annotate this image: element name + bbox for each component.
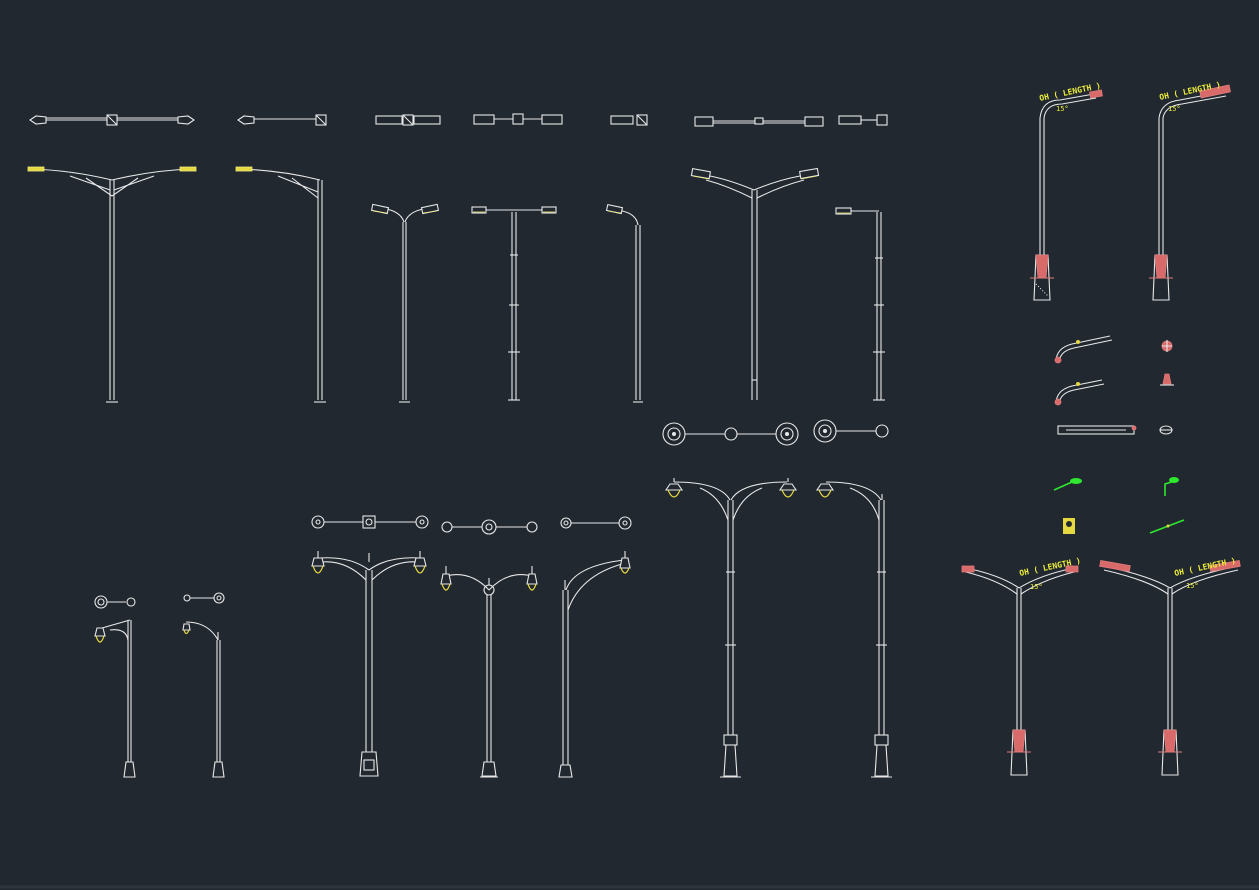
- pole-double-straight-arm-1: [471, 206, 557, 401]
- plan-single-arm-2: [610, 114, 648, 126]
- pole-single-curved-arm-1: [605, 203, 643, 403]
- dimensioned-pole-single-1: OH ( LENGTH ) 15°: [1030, 81, 1103, 301]
- detail-arm-2: [1054, 379, 1105, 406]
- deco-pole-double-2: [440, 566, 538, 778]
- dimensioned-pole-double-2: OH ( LENGTH ) 15°: [1099, 556, 1241, 776]
- plan-single-arm-1: [237, 114, 327, 126]
- plan-single-arm-3: [838, 114, 888, 126]
- angle-label: 15°: [1030, 583, 1043, 591]
- plan-double-arm-1: [29, 114, 195, 126]
- angle-label: 15°: [1056, 105, 1069, 113]
- pole-double-curved-arm-1: [370, 203, 440, 403]
- plan-deco-small-1: [94, 595, 136, 609]
- detail-base-side: [1160, 373, 1174, 386]
- plan-deco-single-large: [813, 419, 889, 443]
- plan-deco-single-1: [560, 516, 632, 530]
- plan-deco-small-2: [183, 592, 225, 604]
- detail-luminaire-housing: [1057, 425, 1137, 435]
- green-symbol-2: [1164, 477, 1179, 496]
- detail-arm-1: [1054, 335, 1113, 364]
- dimensioned-pole-single-2: OH ( LENGTH ) 15°: [1149, 80, 1231, 301]
- angle-label: 15°: [1168, 105, 1181, 113]
- pole-double-y-arm-1: [27, 166, 197, 403]
- angle-label: 15°: [1186, 582, 1199, 590]
- pole-double-y-arm-2: [690, 167, 820, 400]
- green-symbol-1: [1053, 478, 1082, 491]
- deco-pole-single-curved: [558, 551, 631, 778]
- plan-double-arm-3: [473, 113, 563, 125]
- plan-double-arm-4: [694, 116, 824, 127]
- deco-pole-small-1: [94, 619, 136, 778]
- yellow-symbol: [1063, 518, 1075, 534]
- deco-pole-single-large: [815, 481, 892, 778]
- plan-double-arm-2: [375, 114, 441, 126]
- deco-pole-double-large: [664, 478, 798, 778]
- detail-luminaire-end: [1159, 425, 1173, 435]
- deco-pole-small-2: [182, 621, 225, 778]
- pole-single-arm-1: [235, 166, 326, 403]
- detail-base-top: [1161, 340, 1173, 352]
- plan-deco-double-1: [311, 515, 429, 529]
- pole-single-straight-arm-1: [835, 207, 885, 401]
- dimensioned-pole-double-1: OH ( LENGTH ) 15°: [961, 556, 1082, 776]
- plan-deco-double-2: [441, 519, 538, 535]
- green-symbol-3: [1149, 519, 1185, 534]
- deco-pole-double-1: [311, 551, 427, 777]
- plan-deco-double-large: [662, 422, 799, 446]
